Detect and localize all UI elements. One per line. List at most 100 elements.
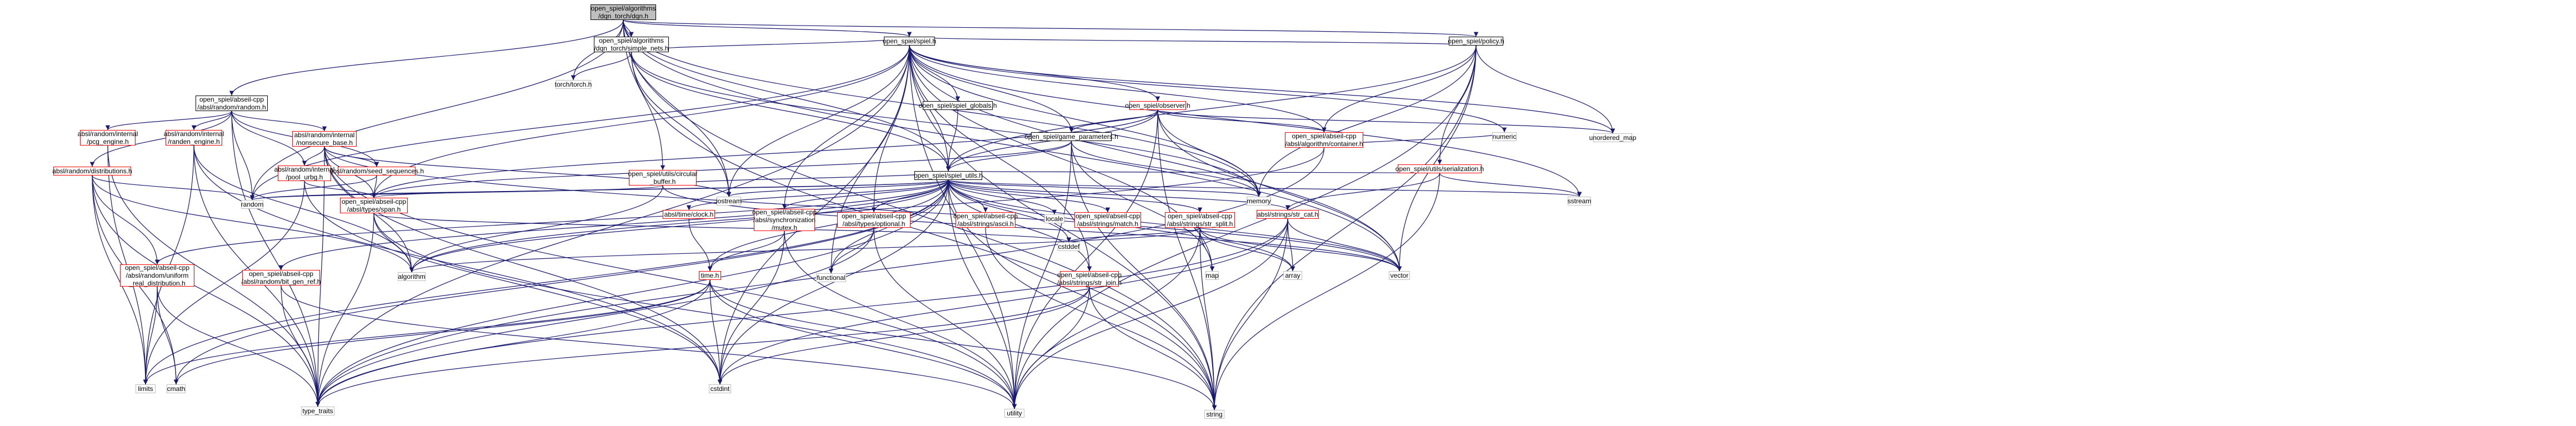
node-circular-buffer[interactable]: open_spiel/utils/circular_buffer.h (628, 170, 698, 186)
edge-uniform_real-to-cmath (157, 286, 179, 385)
node-root[interactable]: open_spiel/algorithms/dqn_torch/dqn.h (591, 4, 656, 20)
node-unordered-map: unordered_map (1589, 133, 1636, 142)
edge-spiel_utils-to-cstddef (948, 179, 1072, 243)
edge-policy-to-spiel_utils (946, 45, 1477, 172)
node-uniform-real[interactable]: open_spiel/abseil-cpp/absl/random/unifor… (120, 264, 194, 287)
node-label-line: open_spiel/utils/circular (628, 170, 698, 178)
node-pool-urbg[interactable]: absl/random/internal/pool_urbg.h (274, 166, 334, 181)
node-label-line: iostream (716, 197, 742, 205)
node-label-line: unordered_map (1589, 134, 1637, 142)
node-label-line: torch/torch.h (554, 81, 592, 88)
edge-random_h-to-nonsecure_base (231, 111, 327, 132)
node-label-line: open_spiel/abseil-cpp (841, 212, 907, 220)
node-label-line: absl/random/seed_sequences.h (329, 167, 424, 175)
node-label-line: string (1206, 410, 1223, 418)
edge-str_join-to-string (1089, 286, 1217, 410)
edge-root-to-random_h (229, 19, 624, 96)
node-label-line: open_spiel/abseil-cpp (124, 264, 190, 272)
edge-pool_urbg-to-span (304, 181, 377, 198)
node-randen-engine[interactable]: absl/random/internal/randen_engine.h (164, 130, 224, 146)
node-label-line: open_spiel/abseil-cpp (1167, 212, 1233, 220)
edge-bit_gen_ref-to-utility (281, 285, 1017, 409)
node-label-line: functional (817, 274, 846, 282)
node-label-line: /absl/strings/str_join.h (1057, 279, 1122, 287)
node-label-line: array (1285, 272, 1300, 279)
edge-spiel-to-spiel_globals (909, 45, 961, 102)
node-str-join[interactable]: open_spiel/abseil-cpp/absl/strings/str_j… (1057, 271, 1122, 287)
node-observer[interactable]: open_spiel/observer.h (1125, 101, 1191, 110)
edge-distributions-to-uniform_real (92, 175, 160, 265)
node-label-line: absl/random/internal (274, 166, 335, 173)
node-str-match[interactable]: open_spiel/abseil-cpp/absl/strings/match… (1074, 212, 1141, 228)
edge-nonsecure_base-to-pool_urbg (302, 146, 325, 166)
node-simple-nets[interactable]: open_spiel/algorithms/dqn_torch/simple_n… (594, 37, 669, 52)
node-spiel-globals[interactable]: open_spiel/spiel_globals.h (919, 101, 997, 110)
node-label-line: time.h (701, 272, 719, 279)
node-container[interactable]: open_spiel/abseil-cpp/absl/algorithm/con… (1285, 132, 1363, 148)
edge-spiel_utils-to-str_split (948, 179, 1203, 213)
edge-spiel_utils-to-iostream (727, 179, 949, 197)
edge-root-to-spiel (623, 19, 912, 37)
node-nonsecure-base[interactable]: absl/random/internal/nonsecure_base.h (292, 131, 357, 147)
node-seed-sequences[interactable]: absl/random/seed_sequences.h (329, 167, 424, 176)
node-ascii[interactable]: open_spiel/abseil-cpp/absl/strings/ascii… (953, 212, 1018, 228)
edge-ascii-to-string (985, 227, 1217, 410)
edge-str_split-to-string (1199, 227, 1217, 410)
node-clock[interactable]: absl/time/clock.h (663, 210, 715, 219)
edge-time_h-to-cstdint (709, 279, 723, 385)
node-label-line: limits (138, 385, 153, 393)
node-distributions[interactable]: absl/random/distributions.h (52, 167, 132, 176)
edge-observer-to-container (1157, 109, 1327, 133)
edge-observer-to-span (371, 109, 1158, 198)
node-time-h[interactable]: time.h (699, 271, 721, 280)
node-mutex[interactable]: open_spiel/abseil-cpp/absl/synchronizati… (752, 208, 817, 232)
edge-observer-to-vector (1157, 109, 1402, 272)
edge-root-to-policy (623, 19, 1478, 37)
edge-serialization-to-str_cat (1285, 173, 1440, 211)
node-policy[interactable]: open_spiel/policy.h (1448, 37, 1504, 46)
edge-spiel-to-container (909, 45, 1327, 133)
node-jpcg-engine[interactable]: absl/random/internal/pcg_engine.h (78, 130, 138, 146)
edge-spiel-to-random (249, 45, 910, 201)
edge-spiel-to-map (909, 45, 1215, 272)
node-spiel-utils[interactable]: open_spiel/spiel_utils.h (914, 171, 983, 180)
node-optional[interactable]: open_spiel/abseil-cpp/absl/types/optiona… (837, 212, 911, 228)
node-random-h[interactable]: open_spiel/abseil-cpp/absl/random/random… (196, 96, 268, 111)
edge-str_split-to-utility (1012, 227, 1201, 409)
edge-random_h-to-pool_urbg (231, 111, 307, 166)
node-label-line: open_spiel/spiel_globals.h (918, 102, 997, 109)
edge-spiel_utils-to-cstdint (717, 179, 949, 385)
node-label-line: open_spiel/abseil-cpp (1057, 271, 1122, 279)
edge-simple_nets-to-spiel (631, 36, 912, 53)
node-str-cat[interactable]: absl/strings/str_cat.h (1257, 210, 1319, 219)
edge-game_params-to-string (1071, 141, 1217, 410)
edge-observer-to-game_params (1069, 109, 1158, 133)
edge-game_params-to-spiel_utils (946, 141, 1072, 172)
edge-spiel_utils-to-str_join (948, 179, 1092, 272)
node-bit-gen-ref[interactable]: open_spiel/abseil-cpp/absl/random/bit_ge… (242, 270, 321, 285)
node-label-line: open_spiel/algorithms (591, 4, 656, 12)
edge-spiel_utils-to-algorithm (409, 179, 949, 273)
edge-game_params-to-map (1071, 141, 1215, 272)
edge-spiel_utils-to-str_cat (948, 179, 1290, 211)
node-limits: limits (136, 384, 156, 393)
node-locale: locale (1044, 214, 1064, 223)
edge-seed_sequences-to-random (249, 175, 377, 201)
node-spiel[interactable]: open_spiel/spiel.h (883, 37, 936, 46)
node-label-line: /absl/strings/ascii.h (957, 220, 1014, 228)
node-serialization[interactable]: open_spiel/utils/serialization.h (1395, 164, 1484, 173)
edge-spiel_utils-to-str_match (948, 179, 1111, 213)
edge-spiel_utils-to-clock (686, 179, 949, 211)
edge-str_split-to-vector (1199, 227, 1402, 272)
edge-distributions-to-algorithm (92, 175, 414, 273)
node-label-line: /absl/synchronization (753, 216, 816, 224)
edge-root-to-vector (623, 19, 1402, 272)
node-array: array (1283, 271, 1302, 280)
node-game-params[interactable]: open_spiel/game_parameters.h (1024, 132, 1118, 141)
node-label-line: cmath (167, 385, 186, 393)
node-str-split[interactable]: open_spiel/abseil-cpp/absl/strings/str_s… (1165, 212, 1235, 228)
node-span[interactable]: open_spiel/abseil-cpp/absl/types/span.h (340, 198, 408, 213)
edge-spiel_utils-to-time_h (707, 179, 949, 272)
node-label-line: cstddef (1058, 243, 1080, 250)
edge-str_cat-to-string (1212, 218, 1288, 410)
